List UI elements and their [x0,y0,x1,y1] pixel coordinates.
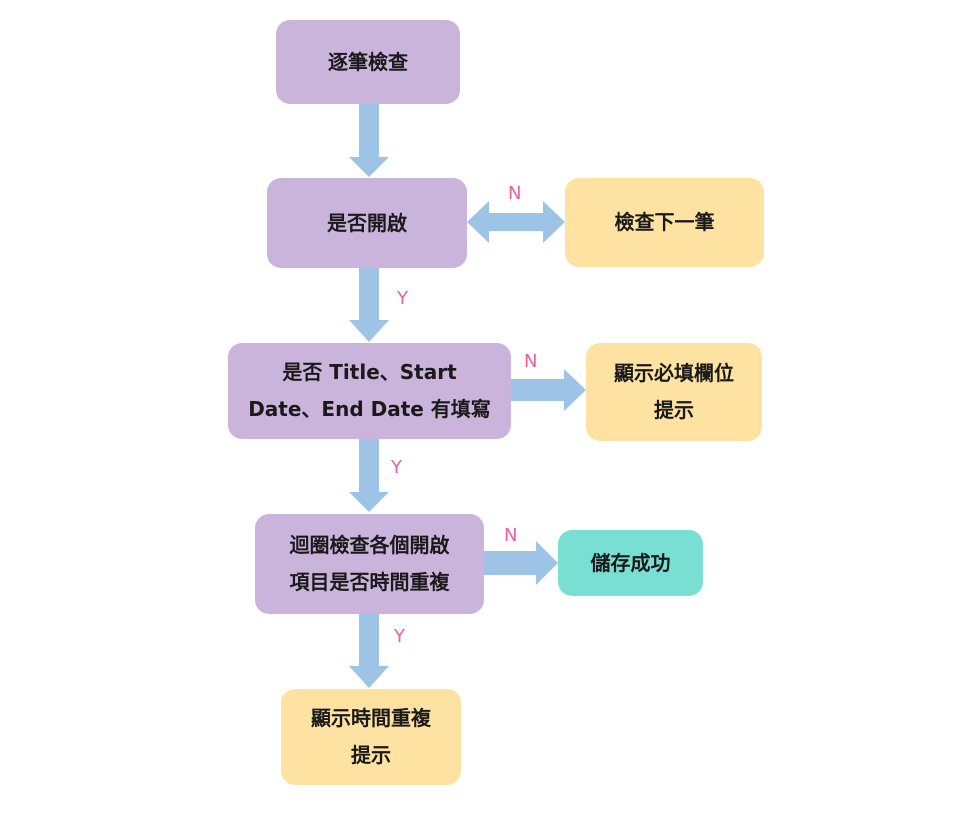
arrow-open-to-required [349,267,389,342]
edge-label-no-open: N [508,183,522,204]
arrow-overlap-to-prompt [349,613,389,688]
arrow-start-to-open [349,103,389,177]
arrow-required-to-prompt [511,369,586,411]
node-check-overlap: 迴圈檢查各個開啟 項目是否時間重複 [255,514,484,614]
edge-label-no-required: N [524,351,538,372]
node-save-success: 儲存成功 [558,530,703,596]
arrow-open-next-double [467,201,565,243]
edge-label-no-overlap: N [504,525,518,546]
arrow-overlap-to-save [484,541,558,585]
edge-label-yes-open: Y [397,288,408,309]
edge-label-yes-required: Y [391,457,402,478]
node-check-open: 是否開啟 [267,178,467,268]
arrow-required-to-overlap [349,438,389,512]
node-check-required: 是否 Title、Start Date、End Date 有填寫 [228,343,511,439]
node-next-record: 檢查下一筆 [565,178,764,267]
node-overlap-prompt: 顯示時間重複 提示 [281,689,461,785]
node-start: 逐筆檢查 [276,20,460,104]
node-required-prompt: 顯示必填欄位 提示 [586,343,762,441]
edge-label-yes-overlap: Y [394,626,405,647]
